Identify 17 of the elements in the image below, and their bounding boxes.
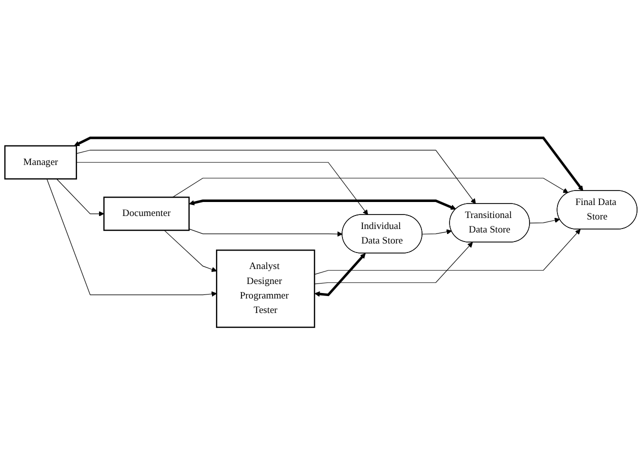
arrow <box>422 230 452 235</box>
arrow <box>314 230 581 276</box>
arrow <box>172 178 568 198</box>
arrow <box>188 229 343 238</box>
arrow <box>314 254 366 298</box>
arrow <box>189 200 456 210</box>
arrow <box>74 137 584 192</box>
node-box: Manager <box>4 146 78 180</box>
arrow <box>314 242 473 285</box>
node-box: Analyst Designer Programmer Tester <box>216 250 316 328</box>
arrow <box>76 150 476 204</box>
arrow <box>46 179 217 298</box>
arrow <box>164 230 217 272</box>
node-box: Documenter <box>103 197 190 232</box>
arrow <box>530 218 560 224</box>
arrow <box>56 179 104 217</box>
arrow <box>76 162 368 216</box>
